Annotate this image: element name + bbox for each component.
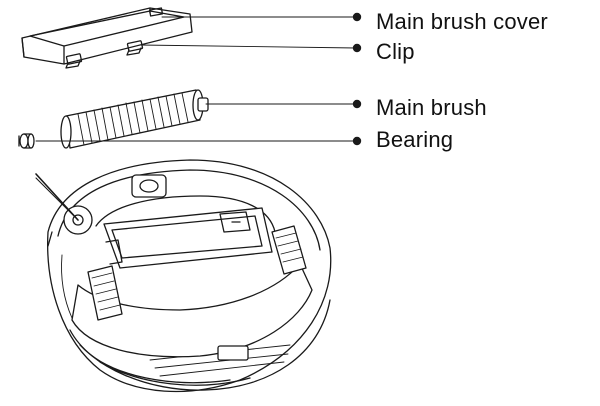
leader-dot-main-brush [352,99,362,109]
callout-label-clip: Clip [376,39,415,64]
callout-label-main-brush-cover: Main brush cover [376,9,548,34]
callout-label-bearing: Bearing [376,127,454,152]
leader-dot-clip [352,43,362,53]
main-brush-part [60,89,209,149]
callout-label-main-brush: Main brush [376,95,487,120]
main-brush-cover-part [21,7,193,65]
bearing-part [18,133,35,149]
clip-part [65,40,144,69]
right-wheel [271,225,307,275]
leader-line-clip [139,44,357,49]
leader-lines [35,16,357,142]
leader-dot-bearing [352,136,362,146]
side-brush [35,173,93,235]
leader-dots [352,12,362,146]
left-wheel [87,265,123,321]
robot-vacuum-body [35,159,332,393]
leader-dot-main-brush-cover [352,12,362,22]
